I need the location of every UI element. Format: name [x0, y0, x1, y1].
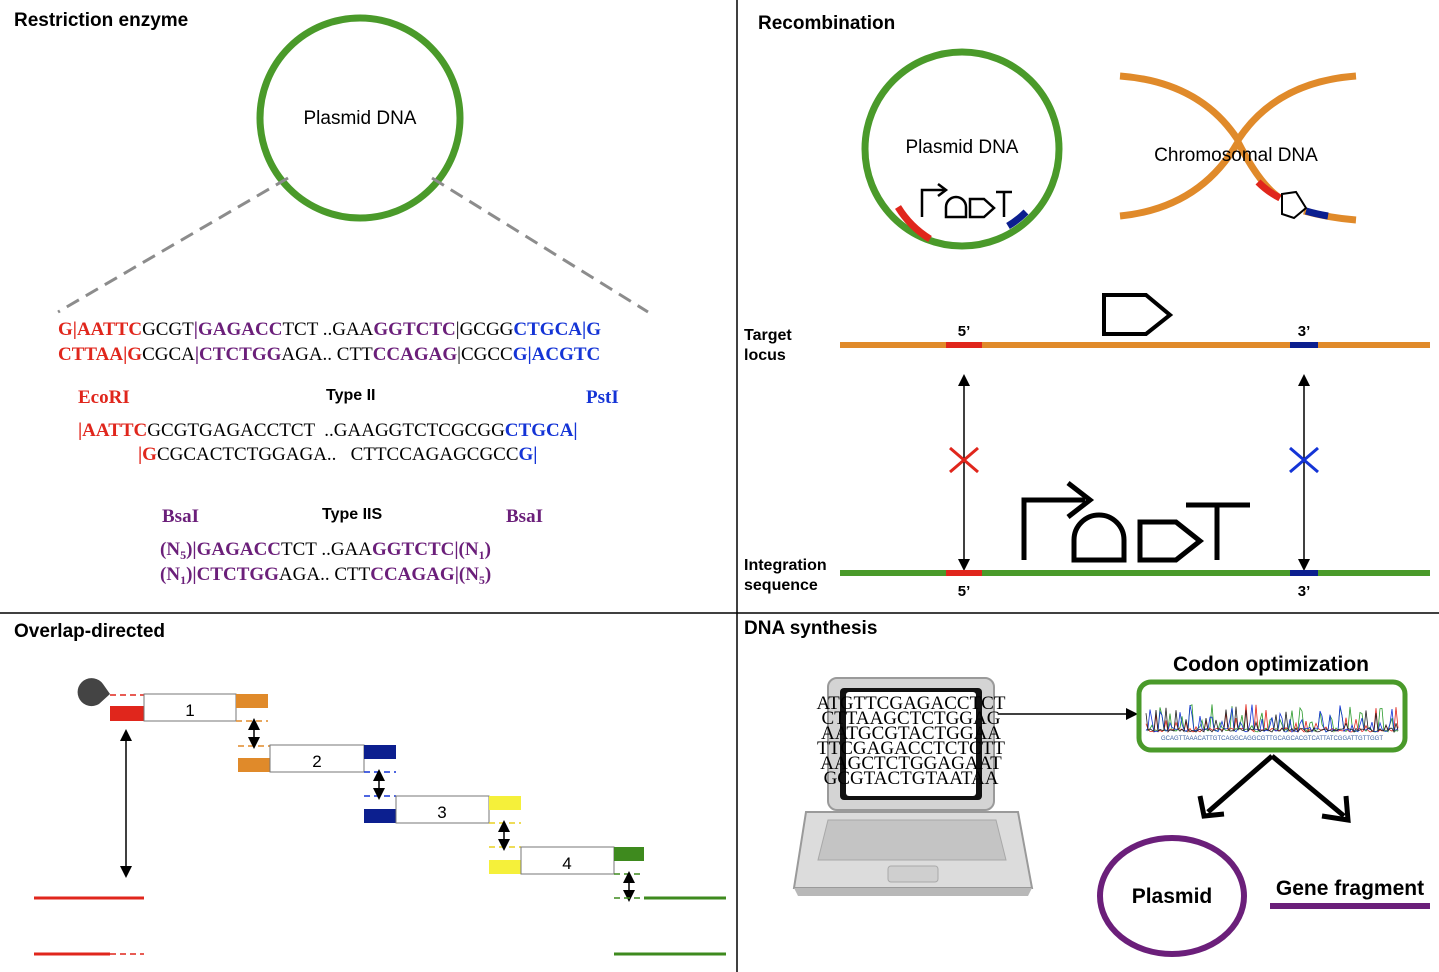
split-arrow-icon: [1197, 754, 1351, 823]
plasmid-gene-cassette-icon: [920, 183, 1012, 219]
ecori-label: EcoRI: [78, 387, 130, 408]
integration-label-line1: Integration: [744, 557, 827, 574]
sequence-line-5: (N5)|GAGACCTCT ..GAAGGTCTC|(N1): [160, 539, 491, 562]
crossover-x-red-icon: [949, 446, 979, 474]
bsai-right-label: BsaI: [506, 506, 543, 527]
plasmid-homology-blue: [1006, 209, 1029, 229]
sequence-line-3: |AATTCGCGTGAGACCTCT ..GAAGGTCTCGCGGCTGCA…: [78, 420, 578, 441]
codon-optimization-title: Codon optimization: [1173, 653, 1369, 676]
target-gene-icon: [1102, 293, 1174, 336]
chromosome-gene-icon: [1281, 190, 1308, 220]
gene-fragment-label: Gene fragment: [1276, 877, 1424, 900]
screen-line-6: GCGTACTGTAATAA: [824, 768, 999, 789]
target-label-line2: locus: [744, 347, 786, 364]
chromatogram-trace: [1145, 704, 1399, 734]
sequence-line-1: G|AATTCGCGT|GAGACCTCT ..GAAGGTCTC|GCGGCT…: [58, 319, 601, 340]
panel-dna-synthesis: DNA synthesis ATGTTCGAGACCTCT CTTAAGCTCT…: [744, 618, 1430, 957]
panel-restriction-enzyme: Restriction enzyme Plasmid DNA G|AATTCGC…: [14, 10, 649, 587]
panel-title-restriction: Restriction enzyme: [14, 10, 188, 31]
synthesis-plasmid-circle: [1097, 835, 1247, 957]
psti-label: PstI: [586, 387, 619, 408]
screen-line-4: TTCGAGACCTCTCTT: [817, 738, 1005, 759]
target-label-line1: Target: [744, 327, 792, 344]
recomb-plasmid-label: Plasmid DNA: [906, 137, 1019, 158]
zoom-line-left: [57, 176, 289, 314]
recomb-plasmid-circle: [861, 48, 1063, 250]
plasmid-circle: [256, 14, 464, 222]
sequence-line-2: CTTAA|GCGCA|CTCTGGAGA.. CTTCCAGAG|CGCCG|…: [58, 344, 600, 365]
integration-cassette-icon: [1021, 481, 1250, 563]
screen-line-3: AATGCGTACTGGAA: [821, 723, 1001, 744]
panel-title-recombination: Recombination: [758, 13, 895, 34]
panel-overlap-directed: Overlap-directed 1 2 3 4: [14, 621, 726, 956]
type-ii-label: Type II: [326, 387, 376, 404]
screen-line-2: CTTAAGCTCTGGAG: [822, 708, 1001, 729]
fragment-1-box: [143, 693, 237, 722]
frag4-left-overlap: [489, 860, 521, 874]
fragment-2-label: 2: [312, 752, 321, 771]
frag1-right-overlap: [236, 694, 268, 708]
plasmid-label: Plasmid DNA: [304, 108, 417, 129]
frag3-right-overlap: [489, 796, 521, 810]
chromosomal-dna-icon: [1119, 72, 1357, 224]
bsai-left-label: BsaI: [162, 506, 199, 527]
frag2-left-overlap: [238, 758, 270, 772]
chromosomal-dna-label: Chromosomal DNA: [1154, 145, 1318, 166]
sequence-line-4: |GCGCACTCTGGAGA.. CTTCCAGAGCGCCG|: [138, 444, 538, 465]
screen-line-1: ATGTTCGAGACCTCT: [817, 693, 1006, 714]
chromatogram-trace: [1145, 706, 1399, 734]
frag4-right-overlap: [614, 847, 644, 861]
crossover-x-blue-icon: [1289, 446, 1319, 474]
frag1-left-overlap: [110, 706, 144, 721]
target-3prime-label: 3’: [1298, 323, 1311, 340]
fragment-4-box: [520, 846, 615, 875]
fragment-4-label: 4: [562, 854, 571, 873]
exonuclease-icon: [77, 678, 110, 707]
integration-label-line2: sequence: [744, 577, 818, 594]
zoom-line-right: [431, 176, 649, 314]
frag3-left-overlap: [364, 809, 396, 823]
panel-title-overlap: Overlap-directed: [14, 621, 165, 642]
sequence-line-6: (N1)|CTCTGGAGA.. CTTCCAGAG|(N5): [160, 564, 491, 587]
synthesis-plasmid-label: Plasmid: [1132, 885, 1213, 908]
chromatogram-box: [1136, 679, 1408, 753]
type-iis-label: Type IIS: [322, 506, 382, 523]
integration-3prime-label: 3’: [1298, 583, 1311, 600]
integration-5prime-label: 5’: [958, 583, 971, 600]
chromatogram-sequence: GCAGTTAAACATTGTCAGGCAGGCGTTGCAGCACGTCATT…: [1161, 736, 1383, 742]
plasmid-homology-red: [895, 205, 932, 242]
fragment-3-label: 3: [437, 803, 446, 822]
panel-title-synthesis: DNA synthesis: [744, 618, 877, 639]
screen-line-5: AAGCTCTGGAGAAT: [820, 753, 1002, 774]
laptop-icon: [792, 677, 1034, 896]
fragment-1-label: 1: [185, 701, 194, 720]
frag2-right-overlap: [364, 745, 396, 759]
target-5prime-label: 5’: [958, 323, 971, 340]
panel-recombination: Recombination Plasmid DNA Chromosomal DN…: [744, 13, 1430, 600]
fragment-2-box: [269, 744, 365, 773]
chromatogram-traces: [1145, 704, 1399, 734]
